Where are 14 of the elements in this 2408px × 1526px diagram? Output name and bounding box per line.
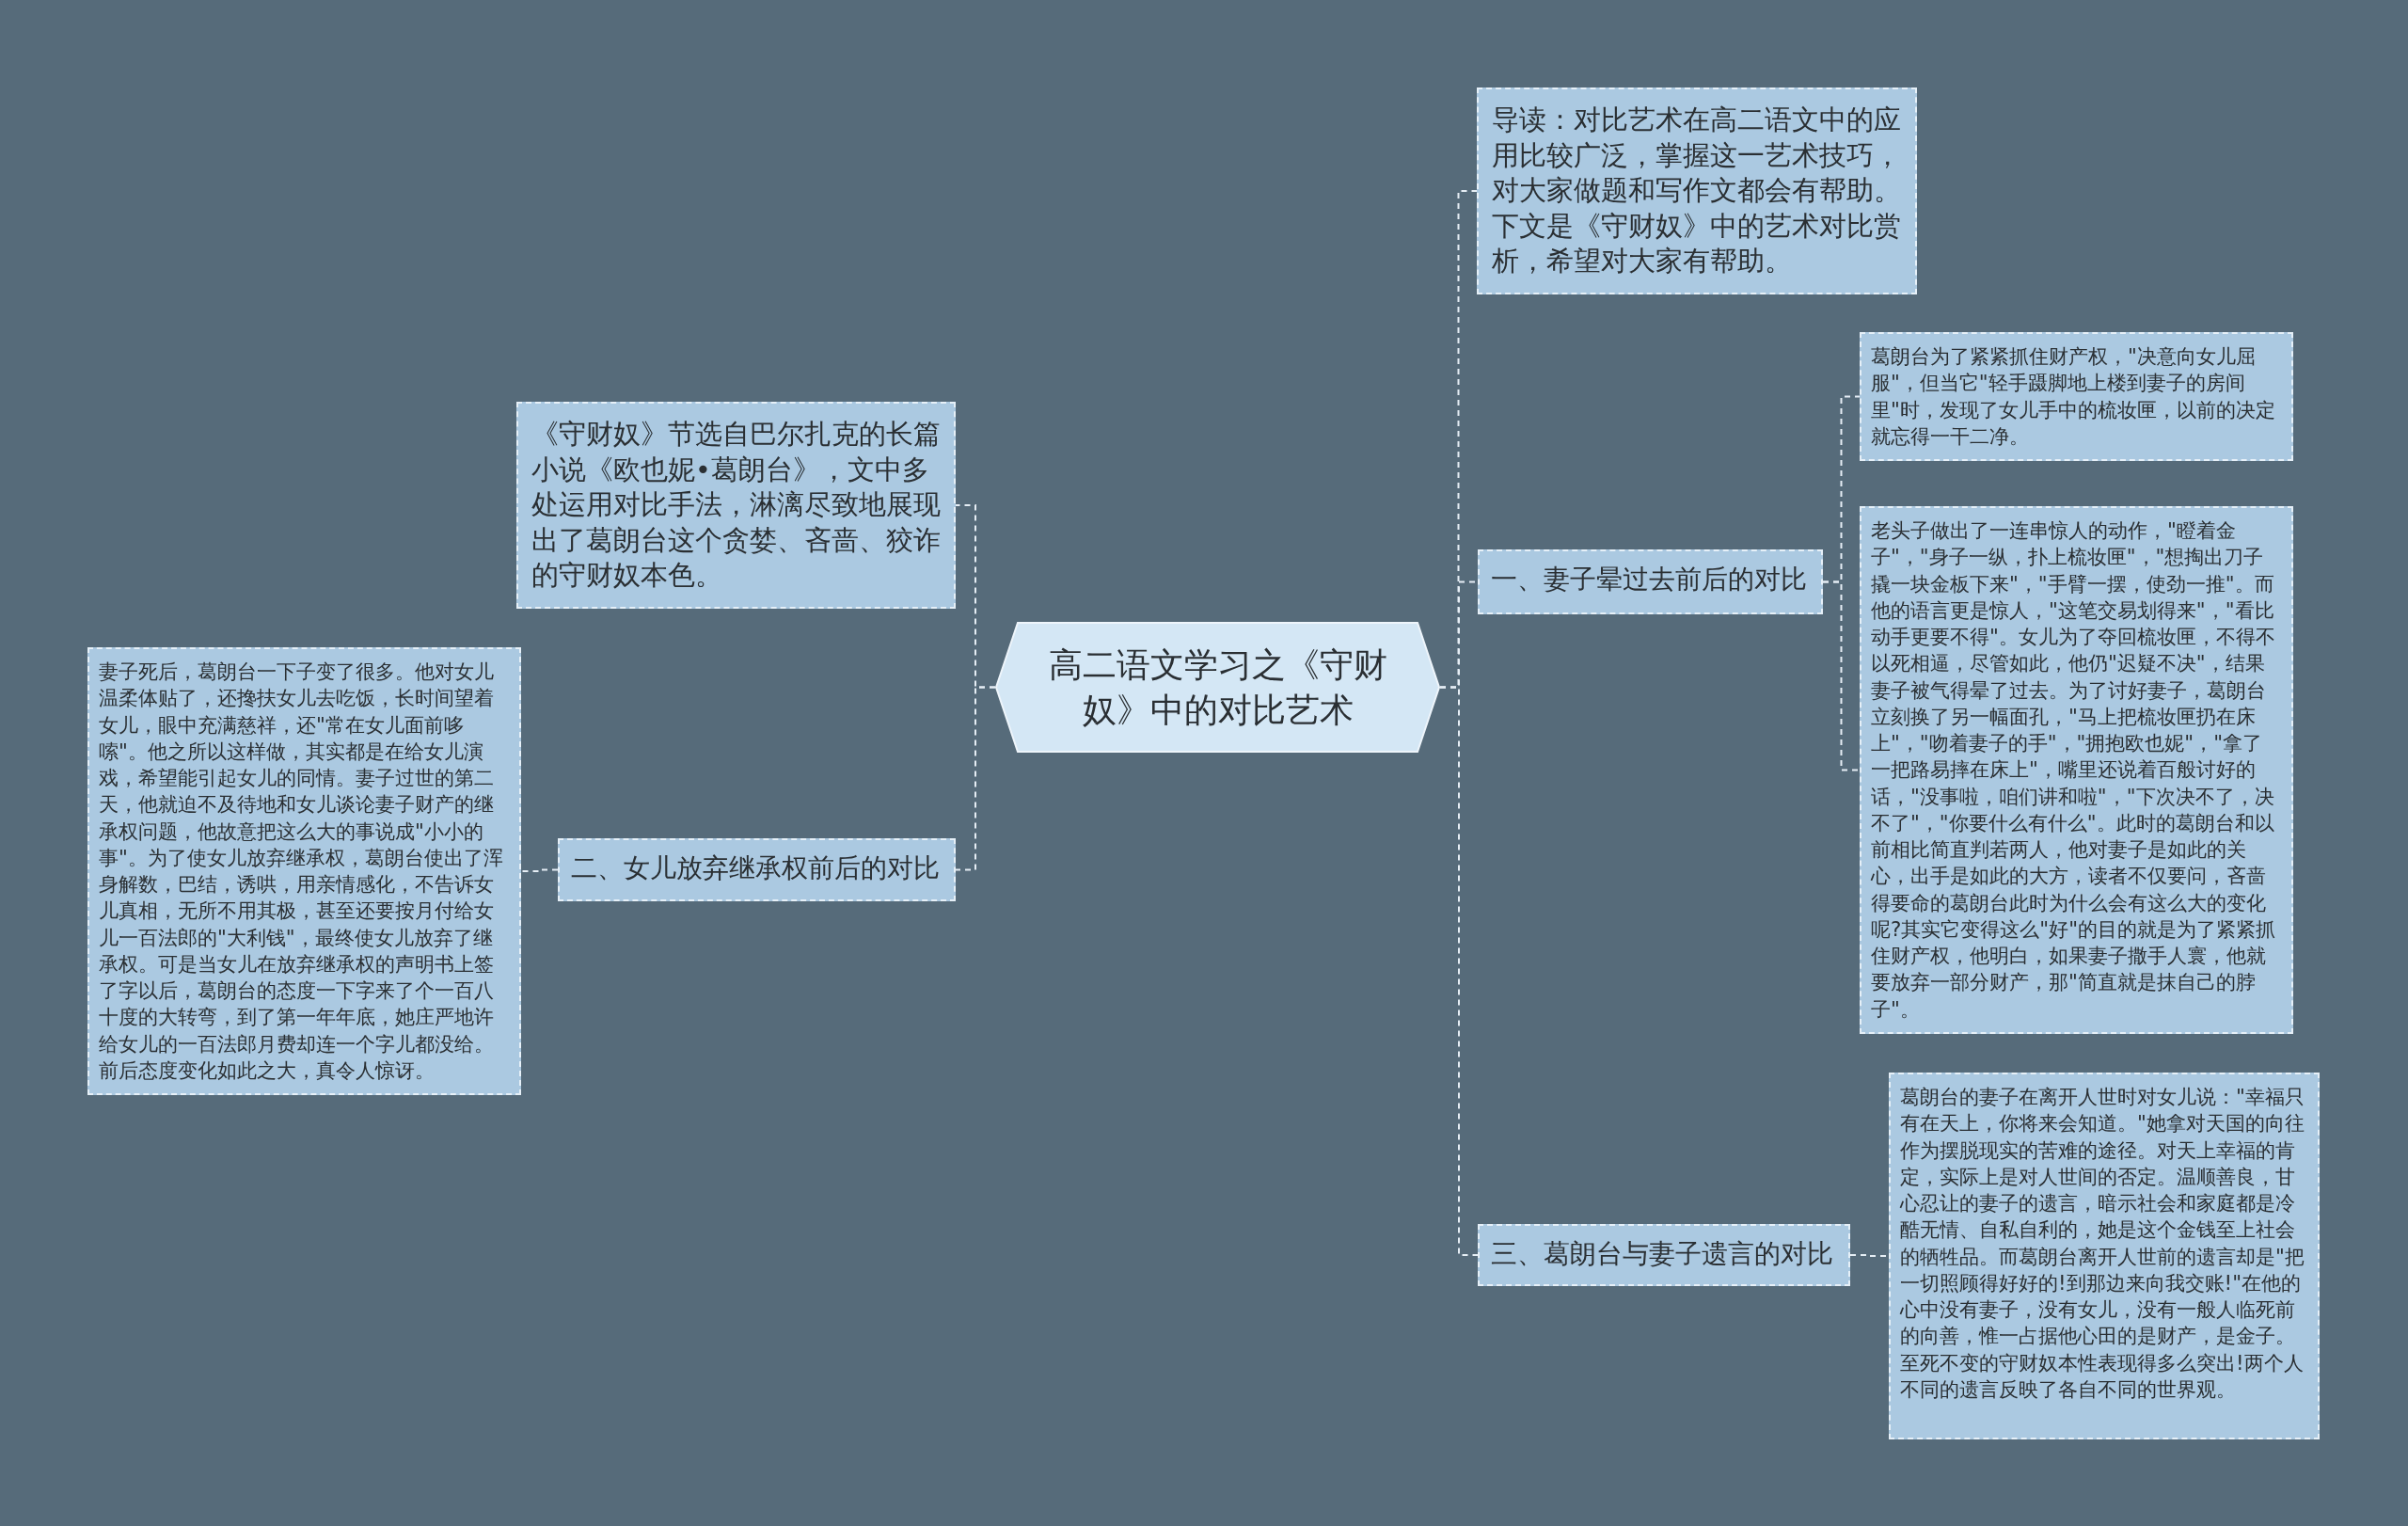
connector xyxy=(1439,686,1479,1256)
branch-box: 一、妻子晕过去前后的对比 xyxy=(1478,549,1823,614)
topic-hexagon: 高二语文学习之《守财奴》中的对比艺术 xyxy=(995,622,1440,753)
branch-box: 三、葛朗台与妻子遗言的对比 xyxy=(1478,1224,1850,1286)
connector xyxy=(520,868,559,872)
text-box: 妻子死后，葛朗台一下子变了很多。他对女儿温柔体贴了，还搀扶女儿去吃饭，长时间望着女儿，眼中充满慈祥，还"常在女儿面前哆嗦"。他之所以这样做，其实都是在给女儿演戏，希望能引起女儿的同情。妻子过世的第二天，他就迫不及待地和女儿谈论妻子财产的继承权问题，他故意把这么大的事说成"小小的事"。为了使女儿放弃继承权，葛朗台使出了浑身解数，巴结，诱哄，用亲情感化，不告诉女儿真相，无所不用其极，甚至还要按月付给女儿一百法郎的"大利钱"，最终使女儿放弃了继承权。可是当女儿在放弃继承权的声明书上签了字以后，葛朗台的态度一下字来了个一百八十度的大转弯，到了第一年年底，她庄严地许给女儿的一百法郎月费却连一个字儿都没给。前后态度变化如此之大，真令人惊讶。 xyxy=(87,647,521,1095)
text-box: 葛朗台为了紧紧抓住财产权，"决意向女儿屈服"，但当它"轻手蹑脚地上楼到妻子的房间里"时，发现了女儿手中的梳妆匣，以前的决定就忘得一干二净。 xyxy=(1860,332,2293,461)
text-box: 导读：对比艺术在高二语文中的应用比较广泛，掌握这一艺术技巧，对大家做题和写作文都会有帮助。下文是《守财奴》中的艺术对比赏析，希望对大家有帮助。 xyxy=(1477,87,1917,295)
connector xyxy=(955,686,996,871)
text-box: 《守财奴》节选自巴尔扎克的长篇小说《欧也妮•葛朗台》，文中多处运用对比手法，淋漓尽致地展现出了葛朗台这个贪婪、吝啬、狡诈的守财奴本色。 xyxy=(516,402,956,610)
text-box: 老头子做出了一连串惊人的动作，"瞪着金子"，"身子一纵，扑上梳妆匣"，"想掏出刀子撬一块金板下来"，"手臂一摆，使劲一推"。而他的语言更是惊人，"这笔交易划得来"，"看比动手更要不得"。女儿为了夺回梳妆匣，不得不以死相逼，尽管如此，他仍"迟疑不决"，结果妻子被气得晕了过去。为了讨好妻子，葛朗台立刻换了另一幅面孔，"马上把梳妆匣扔在床上"，"吻着妻子的手"，"拥抱欧也妮"，"拿了一把路易摔在床上"，嘴里还说着百般讨好的话，"没事啦，咱们讲和啦"，"下次决不了，决不了"，"你要什么有什么"。此时的葛朗台和以前相比简直判若两人，他对妻子是如此的关心，出手是如此的大方，读者不仅要问，吝啬得要命的葛朗台此时为什么会有这么大的变化呢?其实它变得这么"好"的目的就是为了紧紧抓住财产权，他明白，如果妻子撒手人寰，他就要放弃一部分财产，那"简直就是抹自己的脖子"。 xyxy=(1860,506,2293,1034)
branch-box: 二、女儿放弃继承权前后的对比 xyxy=(558,838,956,901)
text-box: 葛朗台的妻子在离开人世时对女儿说："幸福只有在天上，你将来会知道。"她拿对天国的向往作为摆脱现实的苦难的途径。对天上幸福的肯定，实际上是对人世间的否定。温顺善良，甘心忍让的妻子的遗言，暗示社会和家庭都是冷酷无情、自私自利的，她是这个金钱至上社会的牺牲品。而葛朗台离开人世前的遗言却是"把一切照顾得好好的!到那边来向我交账!"在他的心中没有妻子，没有女儿，没有一般人临死前的向善，惟一占据他心田的是财产，是金子。至死不变的守财奴本性表现得多么突出!两个人不同的遗言反映了各自不同的世界观。 xyxy=(1889,1073,2320,1439)
connector xyxy=(1822,580,1861,771)
